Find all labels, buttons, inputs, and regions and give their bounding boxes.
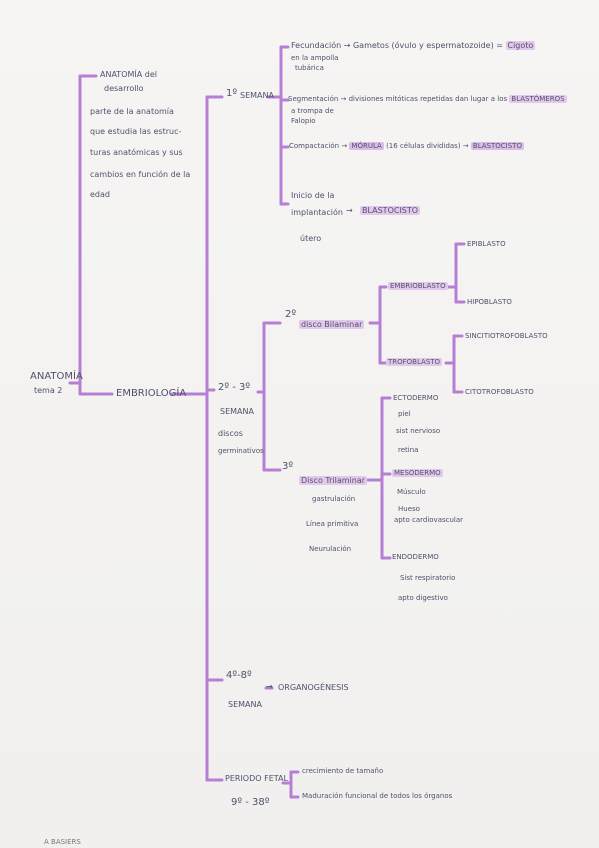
semana1-word: SEMANA (240, 91, 274, 100)
anatomia-desarrollo-title-1: ANATOMÍA del (100, 70, 157, 79)
ectodermo-item: sist nervioso (396, 427, 441, 435)
endodermo-item: Sist respiratorio (400, 574, 456, 582)
semana48-word: SEMANA (228, 700, 262, 709)
bilaminar-num: 2º (285, 309, 297, 320)
mesodermo-label: MESODERMO (392, 469, 443, 477)
semana48-arrow: → (266, 682, 273, 691)
periodo-fetal-weeks: 9º - 38º (231, 797, 270, 808)
root-title: ANATOMÍA (30, 371, 83, 382)
mesodermo-item: apto cardiovascular (394, 516, 464, 524)
blastocisto-highlight: BLASTOCISTO (470, 142, 524, 150)
implantacion-line-3: útero (300, 234, 322, 243)
morula-highlight: MÓRULA (349, 142, 384, 150)
organogenesis-label: ORGANOGÉNESIS (278, 683, 349, 692)
implantacion-blastocisto: BLASTOCISTO (360, 206, 421, 215)
epiblasto-label: EPIBLASTO (467, 240, 506, 248)
cigoto-highlight: Cigoto (505, 41, 536, 50)
citotrofoblasto-label: CITOTROFOBLASTO (465, 388, 534, 396)
hipoblasto-label: HIPOBLASTO (467, 298, 512, 306)
anatomia-desc-line: turas anatómicas y sus (90, 148, 183, 157)
ectodermo-item: piel (398, 410, 411, 418)
trilaminar-process: Línea primitiva (306, 520, 359, 528)
semana23-germinativos: germinativos (218, 447, 264, 455)
endodermo-item: apto digestivo (398, 594, 448, 602)
root-subtitle: tema 2 (34, 386, 63, 395)
semana23-discos: discos (218, 429, 243, 438)
trilaminar-process: gastrulación (312, 495, 356, 503)
compactacion-text: Compactación → MÓRULA (16 células dividi… (289, 142, 524, 150)
fecundacion-text: Fecundación → Gametos (óvulo y espermato… (291, 41, 536, 50)
anatomia-desarrollo-title-2: desarrollo (104, 84, 144, 93)
bilaminar-label: disco Bilaminar (299, 320, 365, 329)
implantacion-line-1: Inicio de la (291, 191, 335, 200)
embrioblasto-label: EMBRIOBLASTO (388, 282, 448, 290)
periodo-fetal-item: crecimiento de tamaño (302, 767, 384, 775)
trofoblasto-label: TROFOBLASTO (386, 358, 443, 366)
implantacion-line-2: implantación (291, 208, 343, 217)
fecundacion-note-2: tubárica (295, 64, 324, 72)
anatomia-desc-line: que estudia las estruc- (90, 127, 182, 136)
periodo-fetal-label: PERIODO FETAL (225, 774, 288, 783)
blastomeros-highlight: BLASTÓMEROS (509, 95, 567, 103)
periodo-fetal-item: Maduración funcional de todos los órgano… (302, 792, 453, 800)
ectodermo-item: retina (398, 446, 419, 454)
segmentacion-note-2: Falopio (291, 117, 316, 125)
fecundacion-note-1: en la ampolla (291, 54, 339, 62)
segmentacion-note-1: a trompa de (291, 107, 334, 115)
semana48-num: 4º-8º (226, 670, 252, 681)
semana23-word: SEMANA (220, 407, 254, 416)
trilaminar-process: Neurulación (309, 545, 352, 553)
sincitiotrofoblasto-label: SINCITIOTROFOBLASTO (465, 332, 548, 340)
endodermo-label: ENDODERMO (392, 553, 439, 561)
anatomia-desc-line: parte de la anatomía (90, 107, 174, 116)
implantacion-arrow: → (346, 206, 353, 215)
embriologia-label: EMBRIOLOGÍA (116, 388, 187, 399)
anatomia-desc-line: edad (90, 190, 110, 199)
mesodermo-item: Músculo (397, 488, 426, 496)
trilaminar-label: Disco Trilaminar (299, 476, 368, 485)
segmentacion-text: Segmentación → divisiones mitóticas repe… (288, 95, 567, 103)
anatomia-desc-line: cambios en función de la (90, 170, 191, 179)
trilaminar-num: 3º (282, 461, 294, 472)
footer-mark: A BASIERS (44, 838, 81, 846)
semana1-num: 1º (226, 88, 238, 99)
mesodermo-item: Hueso (398, 505, 420, 513)
semana23-num: 2º - 3º (218, 382, 251, 393)
ectodermo-label: ECTODERMO (393, 394, 439, 402)
